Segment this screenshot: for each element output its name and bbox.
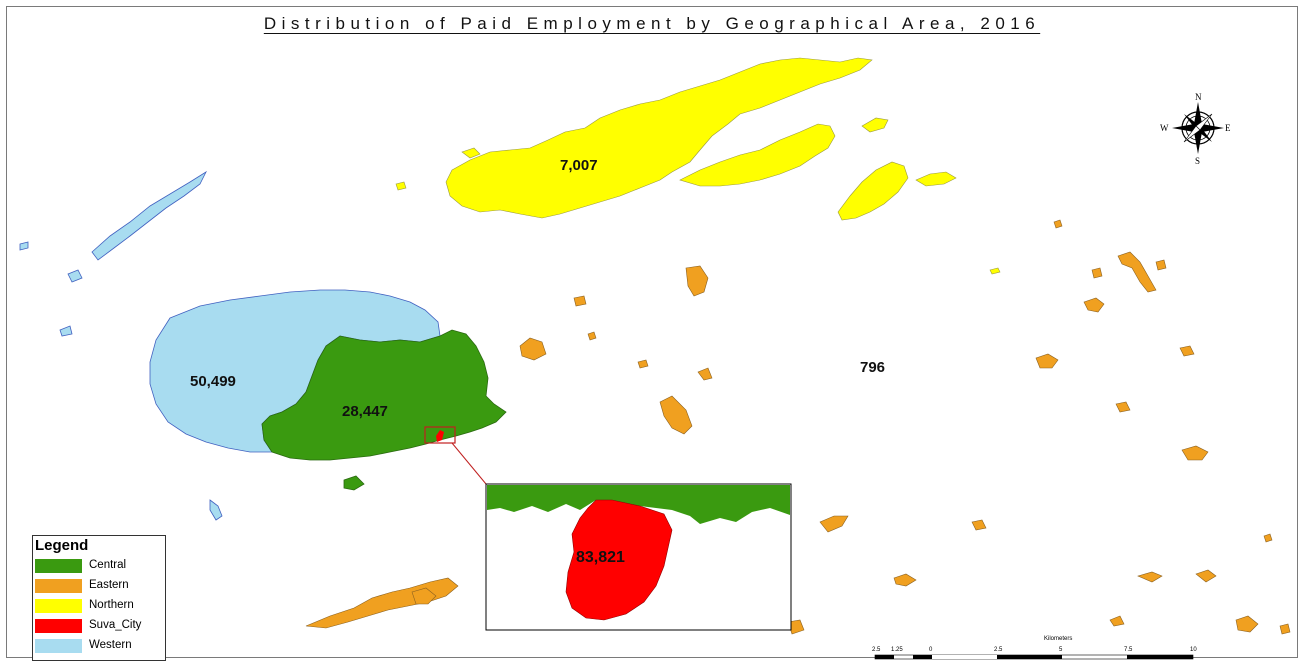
legend-item-western: Western — [35, 638, 163, 655]
compass-n: N — [1195, 92, 1202, 102]
western-region[interactable] — [19, 170, 441, 521]
scale-unit: Kilometers — [1044, 636, 1072, 642]
legend-item-eastern: Eastern — [35, 578, 163, 595]
northern-region[interactable] — [395, 57, 1001, 275]
label-northern: 7,007 — [560, 157, 598, 174]
label-eastern: 796 — [860, 359, 885, 376]
legend-label-central: Central — [89, 559, 127, 571]
suva-inset[interactable] — [485, 483, 792, 631]
legend-label-eastern: Eastern — [89, 579, 129, 591]
legend-swatch-suva-city — [35, 619, 82, 633]
scale-tick-label: 2.5 — [994, 647, 1003, 653]
map-title: Distribution of Paid Employment by Geogr… — [263, 14, 1041, 33]
scale-tick-label: 0 — [929, 647, 933, 653]
legend: Legend Central Eastern Northern Suva_Cit… — [32, 535, 166, 661]
eastern-region[interactable] — [305, 219, 1291, 635]
scale-tick-label: 5 — [1059, 647, 1063, 653]
compass-w: W — [1160, 123, 1169, 133]
scale-bar: Kilometers 2.5 1.25 0 2.5 5 7.5 10 — [872, 636, 1197, 660]
legend-swatch-eastern — [35, 579, 82, 593]
compass-e: E — [1225, 123, 1231, 133]
legend-label-northern: Northern — [89, 599, 134, 611]
label-central: 28,447 — [342, 403, 388, 420]
legend-label-western: Western — [89, 639, 132, 651]
legend-label-suva-city: Suva_City — [89, 619, 142, 631]
legend-swatch-central — [35, 559, 82, 573]
legend-swatch-northern — [35, 599, 82, 613]
scale-tick-label: 1.25 — [891, 647, 903, 653]
scale-tick-label: 10 — [1190, 647, 1197, 653]
legend-item-central: Central — [35, 558, 163, 575]
label-suva-city: 83,821 — [576, 549, 625, 566]
compass-rose-icon: N S E W — [1160, 92, 1231, 166]
legend-title: Legend — [35, 537, 89, 554]
legend-item-suva-city: Suva_City — [35, 618, 163, 635]
compass-s: S — [1195, 156, 1200, 166]
legend-swatch-western — [35, 639, 82, 653]
label-western: 50,499 — [190, 373, 236, 390]
legend-item-northern: Northern — [35, 598, 163, 615]
scale-tick-label: 2.5 — [872, 647, 881, 653]
scale-tick-label: 7.5 — [1124, 647, 1133, 653]
suva-city-marker[interactable] — [424, 426, 487, 485]
